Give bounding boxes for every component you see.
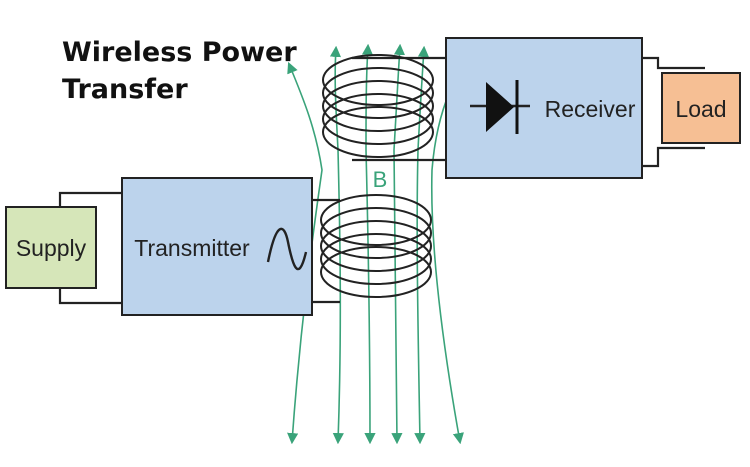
field-line bbox=[329, 45, 344, 445]
field-line bbox=[414, 45, 430, 445]
load-block: Load bbox=[661, 72, 741, 144]
field-line bbox=[287, 61, 323, 445]
field-line bbox=[361, 43, 376, 445]
wire bbox=[58, 288, 122, 305]
title-line-1: Wireless Power bbox=[62, 37, 297, 68]
diode-icon bbox=[470, 80, 530, 134]
receiver-coil bbox=[322, 54, 434, 158]
receiver-label: Receiver bbox=[545, 96, 636, 122]
field-label: B bbox=[373, 167, 388, 192]
title-line-2: Transfer bbox=[62, 74, 188, 105]
ac-source-icon bbox=[266, 227, 308, 271]
field-line bbox=[391, 43, 406, 445]
diagram-title: Wireless Power Transfer bbox=[62, 34, 297, 108]
transmitter-block: Transmitter bbox=[121, 177, 313, 316]
supply-label: Supply bbox=[16, 235, 87, 261]
wire bbox=[642, 56, 705, 70]
wire bbox=[58, 191, 122, 208]
transmitter-coil bbox=[320, 194, 432, 298]
supply-block: Supply bbox=[5, 206, 97, 289]
receiver-block: Receiver bbox=[445, 37, 643, 179]
transmitter-label: Transmitter bbox=[134, 235, 250, 261]
wires bbox=[58, 56, 705, 305]
wire bbox=[642, 146, 705, 168]
load-label: Load bbox=[675, 96, 726, 122]
